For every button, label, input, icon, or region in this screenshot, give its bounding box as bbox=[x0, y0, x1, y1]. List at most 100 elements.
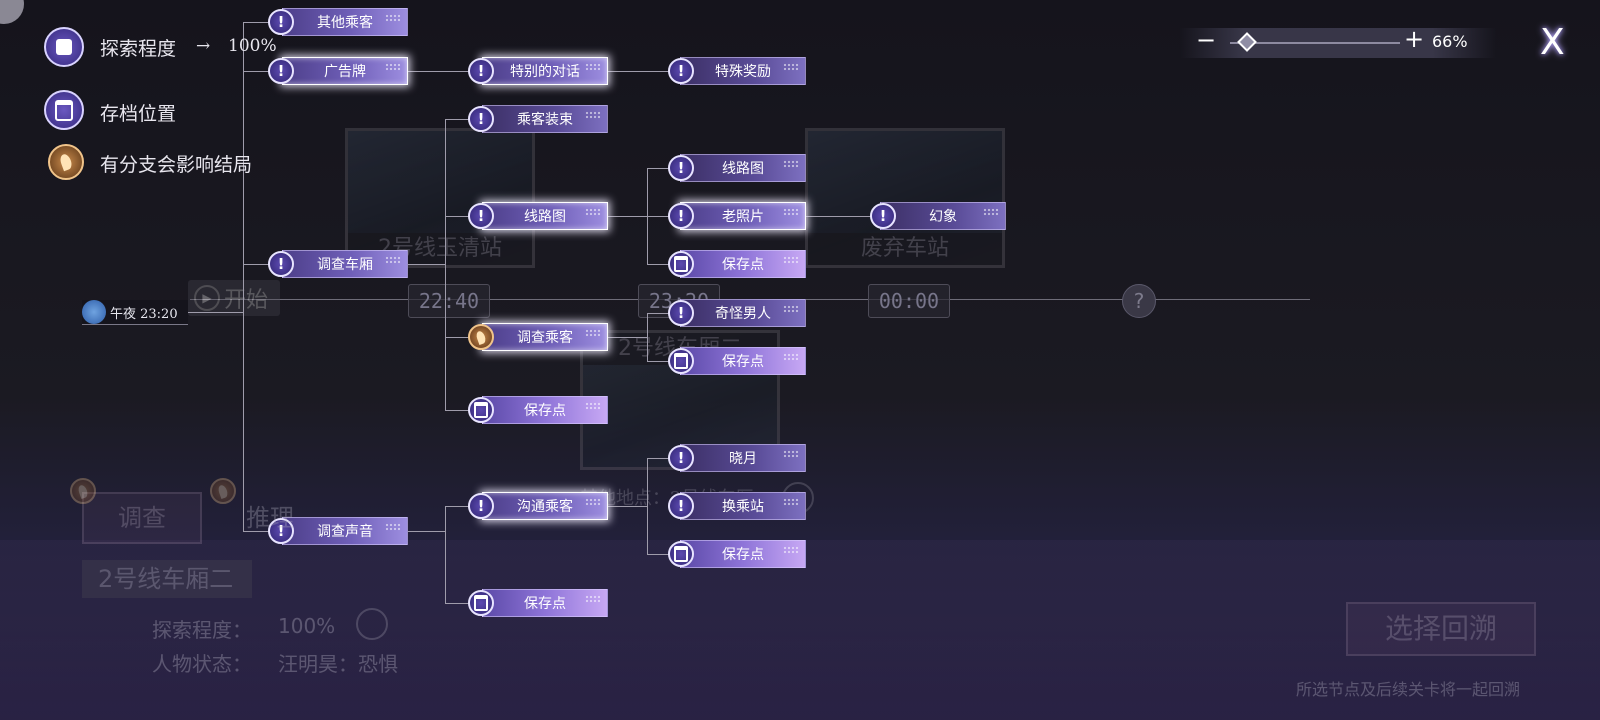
node-billboard[interactable]: 广告牌 bbox=[282, 57, 408, 85]
node-save-point[interactable]: 保存点 bbox=[482, 589, 608, 617]
clue-icon: ! bbox=[668, 445, 694, 471]
node-save-point[interactable]: 保存点 bbox=[680, 347, 806, 375]
node-special-reward[interactable]: 特殊奖励 bbox=[680, 57, 806, 85]
branch-line bbox=[806, 216, 871, 217]
zoom-value: 66% bbox=[1432, 32, 1468, 51]
branch-line bbox=[608, 506, 648, 507]
node-label: 乘客装束 bbox=[517, 112, 573, 128]
clue-icon: ! bbox=[268, 58, 294, 84]
clue-icon: ! bbox=[268, 251, 294, 277]
clue-icon: ! bbox=[468, 493, 494, 519]
node-investigate-passenger[interactable]: 调查乘客 bbox=[482, 323, 608, 351]
branch-line bbox=[647, 168, 672, 169]
clue-icon: ! bbox=[668, 203, 694, 229]
branch-line bbox=[243, 531, 273, 532]
branch-line bbox=[445, 603, 473, 604]
clue-icon: ! bbox=[668, 300, 694, 326]
node-label: 线路图 bbox=[524, 209, 566, 225]
time-marker: 22:40 bbox=[408, 284, 490, 318]
start-label: 开始 bbox=[224, 288, 269, 313]
panel-status-label: 人物状态： bbox=[152, 652, 252, 676]
legend-progress-label: 探索程度 bbox=[100, 38, 177, 60]
node-investigate-car[interactable]: 调查车厢 bbox=[282, 250, 408, 278]
node-label: 保存点 bbox=[722, 257, 764, 273]
panel-progress-value: 100% bbox=[278, 614, 336, 638]
save-icon bbox=[468, 397, 494, 423]
location-title: 2号线车厢二 bbox=[82, 560, 252, 598]
branch-line bbox=[243, 22, 244, 532]
branch-line bbox=[608, 71, 671, 72]
node-route-map[interactable]: 线路图 bbox=[482, 202, 608, 230]
node-label: 保存点 bbox=[524, 403, 566, 419]
branch-line bbox=[608, 337, 648, 338]
panel-status-value: 汪明昊：恐惧 bbox=[278, 652, 398, 676]
save-icon bbox=[668, 348, 694, 374]
node-talk-passenger[interactable]: 沟通乘客 bbox=[482, 492, 608, 520]
scene-thumb-station-b: 废弃车站 bbox=[805, 128, 1005, 268]
tab-investigate[interactable]: 调查 bbox=[82, 492, 202, 544]
branch-line bbox=[647, 458, 672, 459]
zoom-out-button[interactable]: − bbox=[1196, 26, 1217, 54]
node-illusion[interactable]: 幻象 bbox=[880, 202, 1006, 230]
node-special-dialogue[interactable]: 特别的对话 bbox=[482, 57, 608, 85]
node-label: 晓月 bbox=[729, 451, 757, 467]
node-label: 保存点 bbox=[722, 354, 764, 370]
branch-line bbox=[243, 22, 273, 23]
node-transfer-station[interactable]: 换乘站 bbox=[680, 492, 806, 520]
start-time-node[interactable]: 午夜 23:20 bbox=[82, 300, 188, 325]
branch-line bbox=[445, 337, 473, 338]
legend-branch-label: 有分支会影响结局 bbox=[100, 154, 253, 176]
branch-line bbox=[647, 313, 672, 314]
branch-ending-icon bbox=[468, 324, 494, 350]
node-strange-man[interactable]: 奇怪男人 bbox=[680, 299, 806, 327]
node-save-point[interactable]: 保存点 bbox=[680, 540, 806, 568]
node-other-passenger[interactable]: 其他乘客 bbox=[282, 8, 408, 36]
clue-icon: ! bbox=[668, 493, 694, 519]
branch-legend-icon bbox=[48, 144, 84, 180]
branch-line bbox=[243, 71, 273, 72]
node-label: 保存点 bbox=[722, 547, 764, 563]
node-label: 特别的对话 bbox=[510, 64, 580, 80]
branch-line bbox=[408, 71, 473, 72]
clue-icon: ! bbox=[268, 518, 294, 544]
rewind-button[interactable]: 选择回溯 bbox=[1346, 602, 1536, 656]
close-button[interactable]: X bbox=[1540, 22, 1565, 63]
branch-line bbox=[445, 506, 473, 507]
branch-line bbox=[647, 264, 672, 265]
branch-line bbox=[608, 216, 672, 217]
tab-deduce[interactable]: 推理 bbox=[246, 504, 294, 532]
zoom-slider-track[interactable] bbox=[1230, 42, 1400, 44]
branch-line bbox=[408, 264, 446, 265]
node-dawn-moon[interactable]: 晓月 bbox=[680, 444, 806, 472]
node-passenger-outfit[interactable]: 乘客装束 bbox=[482, 105, 608, 133]
node-save-point[interactable]: 保存点 bbox=[482, 396, 608, 424]
legend-save-label: 存档位置 bbox=[100, 103, 177, 125]
node-label: 奇怪男人 bbox=[715, 306, 771, 322]
share-icon[interactable] bbox=[356, 608, 388, 640]
branch-line bbox=[188, 312, 244, 313]
branch-line bbox=[445, 216, 473, 217]
branch-line bbox=[445, 119, 446, 411]
node-label: 特殊奖励 bbox=[715, 64, 771, 80]
clue-icon: ! bbox=[468, 58, 494, 84]
time-marker: 00:00 bbox=[868, 284, 950, 318]
branch-line bbox=[445, 506, 446, 603]
branch-line bbox=[243, 264, 273, 265]
corner-back-button[interactable] bbox=[0, 0, 24, 24]
arrow-icon: → bbox=[196, 36, 211, 56]
node-old-photo[interactable]: 老照片 bbox=[680, 202, 806, 230]
branch-line bbox=[408, 531, 446, 532]
branch-line bbox=[647, 361, 672, 362]
node-save-point[interactable]: 保存点 bbox=[680, 250, 806, 278]
legend-progress-value: 100% bbox=[228, 36, 277, 56]
node-investigate-sound[interactable]: 调查声音 bbox=[282, 517, 408, 545]
node-route-map-2[interactable]: 线路图 bbox=[680, 154, 806, 182]
rewind-hint: 所选节点及后续关卡将一起回溯 bbox=[1296, 680, 1521, 699]
zoom-in-button[interactable]: + bbox=[1404, 25, 1425, 53]
puzzle-icon bbox=[44, 27, 84, 67]
node-label: 换乘站 bbox=[722, 499, 764, 515]
clue-icon: ! bbox=[468, 203, 494, 229]
clue-icon: ! bbox=[668, 58, 694, 84]
node-label: 沟通乘客 bbox=[517, 499, 573, 515]
start-marker[interactable]: ▶ 开始 bbox=[188, 280, 280, 316]
